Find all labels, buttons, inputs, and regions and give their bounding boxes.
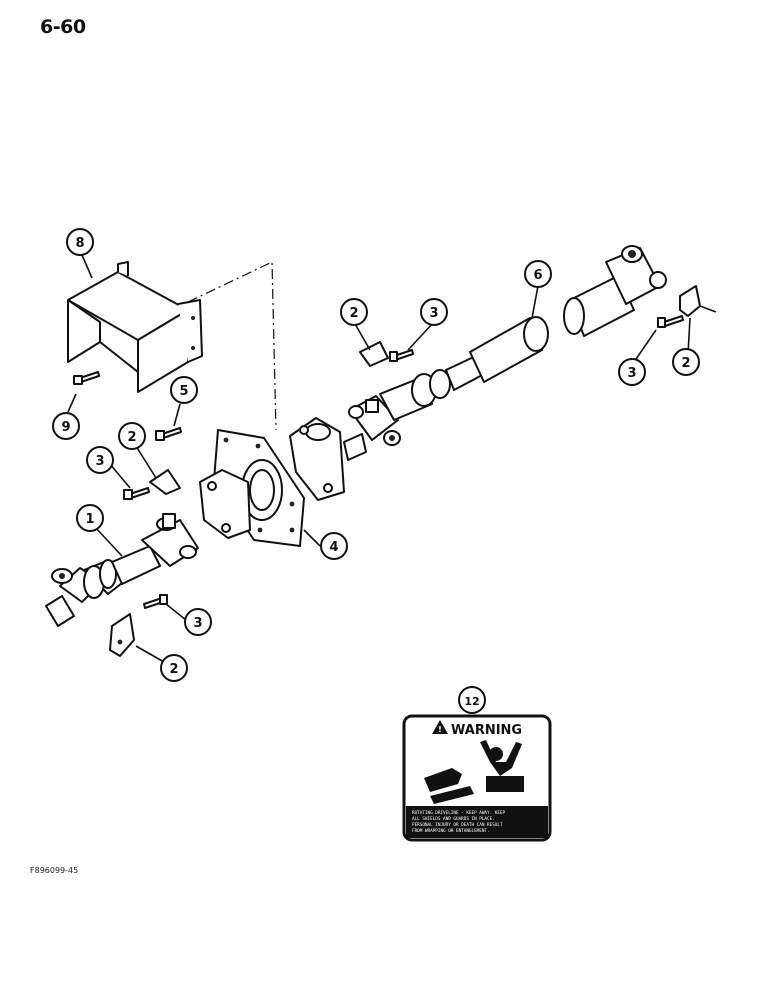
page-number: 6-60 <box>40 16 86 38</box>
svg-text:2: 2 <box>681 356 690 371</box>
callout-6: 6 <box>524 260 552 288</box>
rear-tube <box>563 245 667 337</box>
front-clamp-lower <box>109 594 168 657</box>
callout-2-upper-left: 2 <box>118 422 146 450</box>
svg-text:!: ! <box>438 725 442 734</box>
svg-text:4: 4 <box>329 540 338 555</box>
bolt-5 <box>155 427 182 441</box>
plate-yoke-front <box>199 469 251 539</box>
entanglement-pictogram-icon <box>424 740 524 804</box>
svg-text:3: 3 <box>627 366 636 381</box>
decal-text-line-3: PERSONAL INJURY OR DEATH CAN RESULT <box>412 822 503 828</box>
warning-triangle-icon <box>432 720 448 734</box>
decal-text-line-1: ROTATING DRIVELINE - KEEP AWAY. KEEP <box>412 810 506 816</box>
bearing-mounting-plate <box>213 429 305 547</box>
mid-clamp <box>359 341 414 367</box>
driveline-shield <box>67 261 203 393</box>
alignment-line <box>187 261 277 431</box>
leader-lines <box>67 254 691 663</box>
callout-2-rear: 2 <box>672 348 700 376</box>
decal-text-line-2: ALL SHIELDS AND GUARDS IN PLACE. <box>412 816 495 822</box>
svg-text:5: 5 <box>179 384 188 399</box>
intermediate-shaft <box>343 316 549 461</box>
callout-12: 12 <box>458 686 486 714</box>
callout-3-lower-left: 3 <box>184 608 212 636</box>
front-clamp-upper <box>123 469 181 500</box>
rear-clamp <box>657 285 717 328</box>
plate-yoke-rear <box>289 417 345 501</box>
svg-text:3: 3 <box>429 306 438 321</box>
svg-text:1: 1 <box>85 512 94 527</box>
decal-heading: WARNING <box>451 723 522 738</box>
svg-text:2: 2 <box>127 430 136 445</box>
svg-text:3: 3 <box>95 454 104 469</box>
callout-2-lower-left: 2 <box>160 654 188 682</box>
front-drive-shaft <box>45 513 199 627</box>
callout-9: 9 <box>52 412 80 440</box>
figure-code: F896099-45 <box>30 866 79 875</box>
svg-text:3: 3 <box>193 616 202 631</box>
callout-8: 8 <box>66 228 94 256</box>
warning-decal: ! WARNING ROTATING DRIVELINE - KEEP AWAY… <box>402 714 552 842</box>
callout-3-mid: 3 <box>420 298 448 326</box>
callout-4: 4 <box>320 532 348 560</box>
callout-2-mid: 2 <box>340 298 368 326</box>
callout-3-upper-left: 3 <box>86 446 114 474</box>
callout-3-rear: 3 <box>618 358 646 386</box>
callout-5: 5 <box>170 376 198 404</box>
svg-text:6: 6 <box>533 268 542 283</box>
svg-text:9: 9 <box>61 420 70 435</box>
decal-text-line-4: FROM WRAPPING OR ENTANGLEMENT. <box>412 828 490 834</box>
svg-text:2: 2 <box>349 306 358 321</box>
bolt-9 <box>73 371 100 385</box>
svg-text:12: 12 <box>464 695 479 708</box>
svg-text:2: 2 <box>169 662 178 677</box>
svg-text:8: 8 <box>75 236 84 251</box>
callout-1: 1 <box>76 504 104 532</box>
